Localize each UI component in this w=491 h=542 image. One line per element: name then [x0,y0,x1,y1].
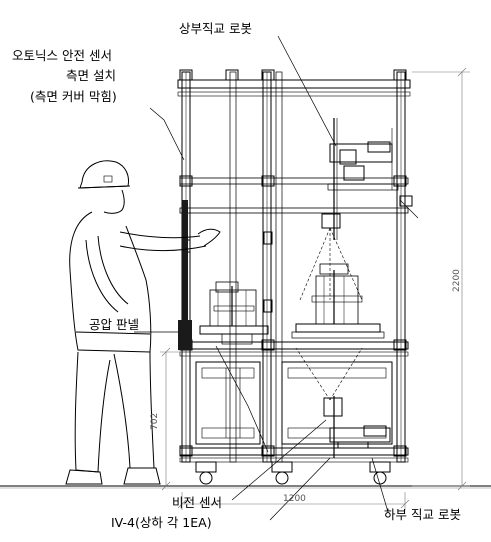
dimension-height-lower: 702 [150,412,160,430]
pneumatic-panel-shape [178,320,192,350]
frame-right-post [396,71,406,463]
vision-sensor-label: 비전 센서 [172,495,222,510]
lower-cabinet-door-left [195,361,261,445]
upper-gantry-robot [327,118,419,240]
frame-top-beam [177,79,411,89]
leader-lines [134,35,389,521]
dimension-height-total: 2200 [452,269,462,292]
frame-mid-post [262,71,272,463]
safety-sensor-panel [182,200,188,350]
lower-robot-label: 하부 직교 로봇 [384,507,461,522]
caster-feet [195,461,391,485]
work-station-right [291,263,385,339]
frame-deck-beam [179,341,409,350]
dimension-width: 1200 [283,494,306,504]
vision-field-lower [295,347,363,401]
dimension-lines [160,67,470,510]
work-station-left [199,281,269,345]
upper-robot-label: 상부직교 로봇 [179,21,252,36]
vision-sensor-model-label: IV-4(상하 각 1EA) [111,515,212,530]
safety-sensor-label-line3: (측면 커버 막힘) [30,89,117,104]
lower-cabinet-door-right [281,361,393,445]
worker-figure [65,160,221,485]
safety-sensor-label-line2: 측면 설치 [66,68,116,83]
safety-sensor-label-line1: 오토닉스 안전 센서 [12,48,112,63]
lower-gantry-robot [323,396,391,458]
pneumatic-panel-label: 공압 판넬 [89,317,139,332]
